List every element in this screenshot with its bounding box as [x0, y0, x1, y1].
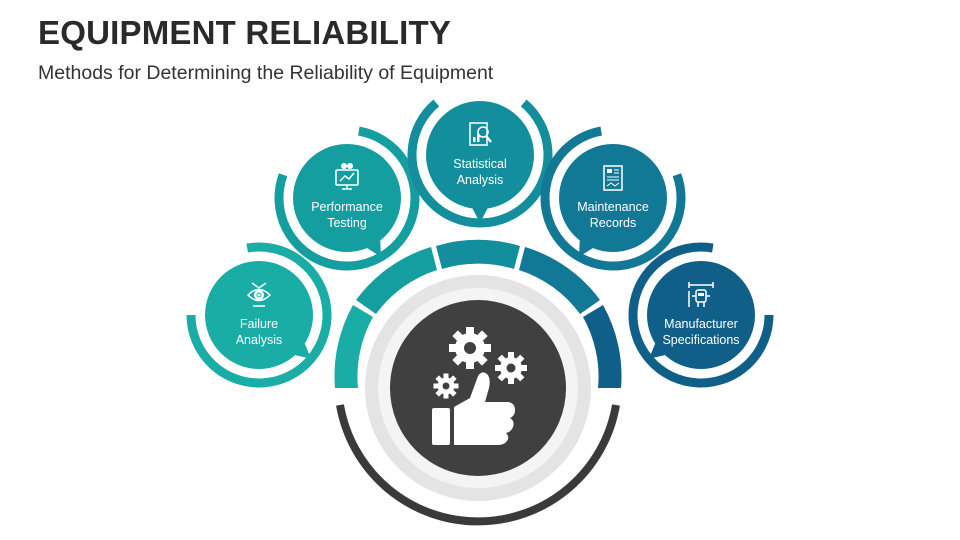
page-subtitle: Methods for Determining the Reliability … [38, 62, 494, 84]
page-title: EQUIPMENT RELIABILITY [38, 14, 452, 51]
node-disc [293, 144, 401, 252]
method-label-line2: Testing [327, 216, 367, 230]
document-checklist-icon [603, 165, 623, 191]
method-node-performance-testing [274, 126, 420, 271]
blueprint-robot-icon [688, 282, 714, 307]
report-magnifier-icon [469, 122, 492, 146]
outer-ring [334, 239, 622, 526]
method-label-line1: Failure [239, 317, 279, 331]
method-label-line2: Records [589, 216, 637, 230]
method-node-failure-analysis [186, 242, 332, 388]
arc-segment-1 [334, 305, 373, 388]
arc-segment-3 [436, 239, 520, 269]
gears-thumbs-up-icon [432, 327, 527, 445]
node-disc [559, 144, 667, 252]
node-pointer [295, 343, 312, 359]
method-label-line1: Manufacturer [664, 317, 738, 331]
method-node-manufacturer-specifications [628, 242, 774, 388]
node-pointer [648, 343, 665, 359]
node-disc [426, 101, 534, 209]
node-disc [647, 261, 755, 369]
monitor-chart-icon [335, 163, 359, 190]
method-node-statistical-analysis [407, 93, 553, 228]
arc-segment-2 [356, 247, 437, 314]
method-label-line2: Analysis [456, 173, 504, 187]
method-label-line2: Specifications [662, 333, 740, 347]
eye-gear-icon [246, 282, 272, 307]
node-pointer [472, 208, 488, 223]
node-pointer [367, 240, 381, 257]
node-disc [205, 261, 313, 369]
bottom-arc [336, 404, 620, 526]
method-label-line1: Maintenance [577, 200, 649, 214]
node-pointer [579, 240, 593, 257]
arc-segment-4 [519, 247, 600, 314]
method-label-line1: Statistical [453, 157, 507, 171]
method-node-maintenance-records [540, 126, 686, 271]
method-label-line2: Analysis [235, 333, 283, 347]
arc-segment-5 [583, 305, 622, 388]
method-label-line1: Performance [311, 200, 383, 214]
center-hub [365, 275, 591, 501]
